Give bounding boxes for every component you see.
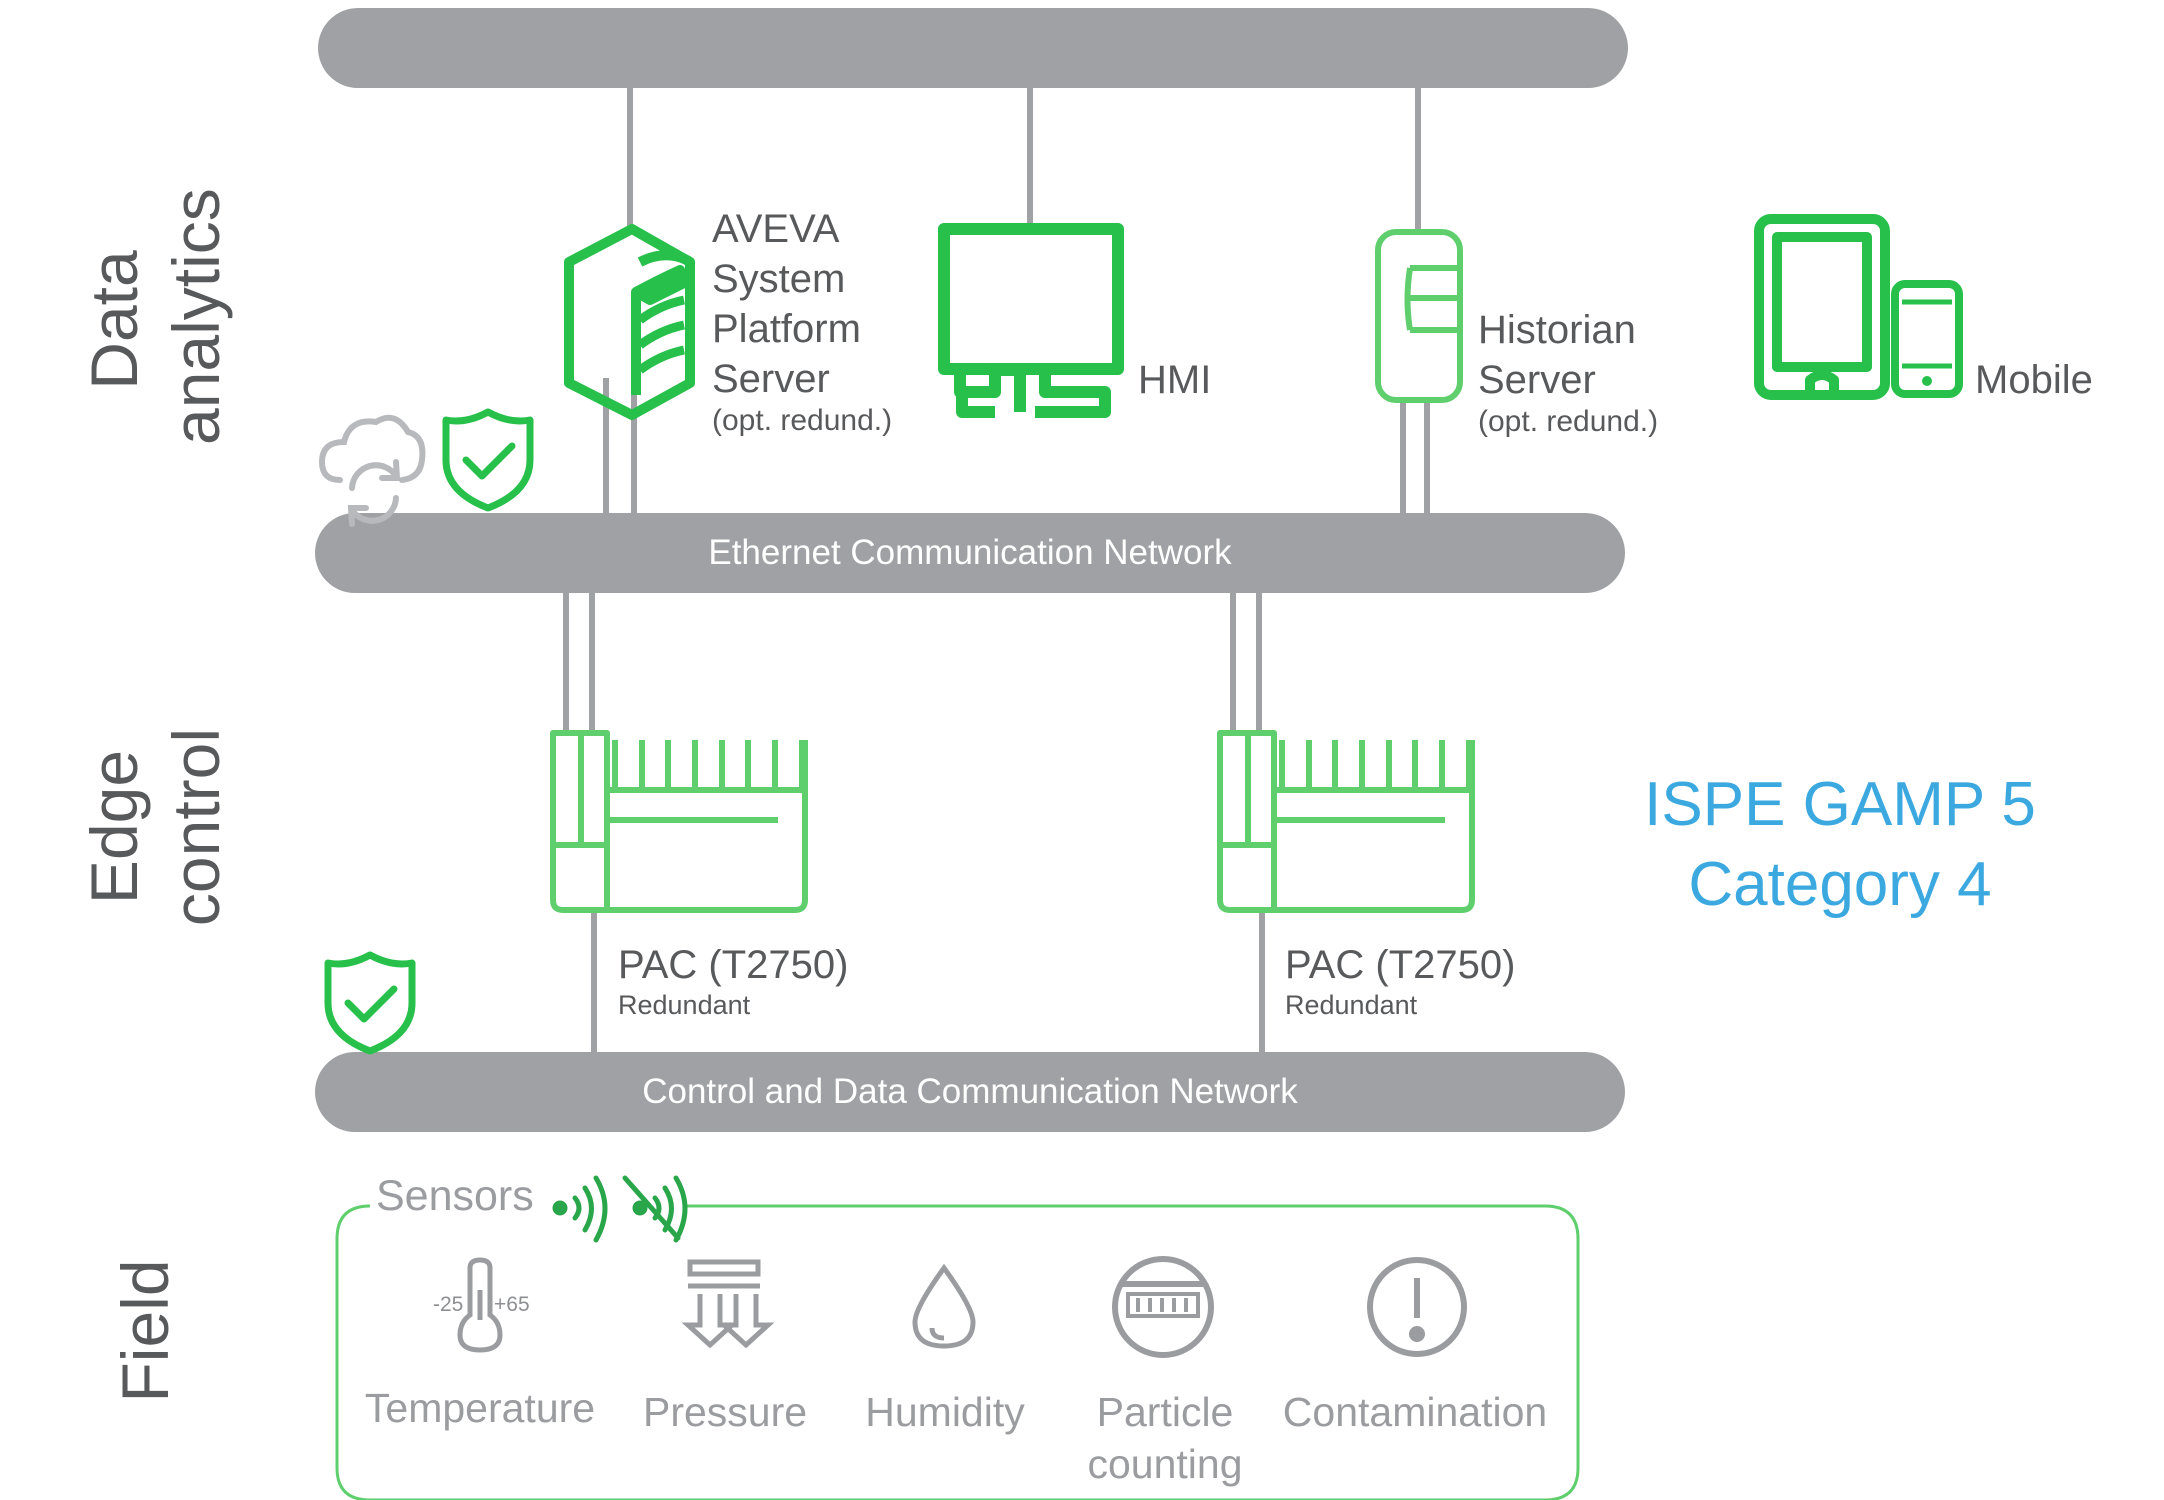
wireless-icon	[552, 1175, 688, 1243]
layer-label-line-2: control	[159, 727, 233, 927]
aveva-server-label: AVEVA System Platform Server (opt. redun…	[712, 204, 892, 438]
sensor-particle-line-1: Particle	[1096, 1389, 1234, 1435]
layer-label-line-1: Data	[77, 250, 151, 390]
monitor-icon	[938, 223, 1124, 418]
controller-icon-right	[1217, 730, 1475, 913]
pac-left-name: PAC (T2750)	[618, 943, 849, 987]
historian-line-2: Server	[1478, 358, 1596, 402]
shield-check-icon-edge	[324, 951, 416, 1055]
aveva-line-2: System	[712, 257, 846, 301]
layer-label-edge-control: Edge control	[73, 712, 237, 942]
pac-left-note: Redundant	[618, 990, 751, 1020]
aveva-line-3: Platform	[712, 307, 861, 351]
aveva-line-1: AVEVA	[712, 207, 840, 251]
gamp-line-1: ISPE GAMP 5	[1644, 770, 2036, 839]
pac-right-note: Redundant	[1285, 990, 1418, 1020]
ethernet-network-label: Ethernet Communication Network	[708, 533, 1232, 572]
aveva-note: (opt. redund.)	[712, 404, 893, 437]
sensor-particle-label: Particle counting	[1055, 1386, 1275, 1490]
hmi-label: HMI	[1138, 358, 1212, 402]
connector-lines	[563, 88, 1430, 1055]
top-network-bus	[318, 8, 1628, 88]
particle-counter-icon	[1112, 1256, 1214, 1358]
sensor-pressure-label: Pressure	[642, 1389, 808, 1435]
shield-check-icon	[442, 408, 534, 512]
control-network-label: Control and Data Communication Network	[642, 1072, 1298, 1111]
sensors-box	[335, 1204, 1580, 1500]
server-icon	[564, 224, 695, 420]
alert-icon	[1367, 1257, 1467, 1357]
sensors-title: Sensors	[370, 1172, 540, 1221]
mobile-label: Mobile	[1975, 358, 2093, 402]
historian-note: (opt. redund.)	[1478, 405, 1659, 438]
layer-label-field: Field	[104, 1256, 186, 1406]
temperature-max: +65	[494, 1293, 530, 1316]
layer-label-data-analytics: Data analytics	[73, 188, 237, 445]
cloud-sync-icon	[318, 414, 426, 527]
sensor-particle-line-2: counting	[1087, 1441, 1243, 1487]
aveva-line-4: Server	[712, 357, 830, 401]
tablet-phone-icon	[1754, 214, 1963, 400]
pac-right-name: PAC (T2750)	[1285, 943, 1516, 987]
layer-label-line-1: Edge	[77, 749, 151, 905]
gamp-line-2: Category 4	[1688, 850, 1992, 919]
pac-right-label: PAC (T2750) Redundant	[1285, 940, 1515, 1021]
sensor-contamination-label: Contamination	[1282, 1389, 1548, 1435]
pac-left-label: PAC (T2750) Redundant	[618, 940, 848, 1021]
sensor-humidity-label: Humidity	[865, 1389, 1025, 1435]
historian-icon	[1375, 229, 1463, 403]
historian-line-1: Historian	[1478, 308, 1636, 352]
controller-icon-left	[550, 730, 808, 913]
gamp-category-label: ISPE GAMP 5 Category 4	[1580, 765, 2100, 925]
historian-server-label: Historian Server (opt. redund.)	[1478, 305, 1658, 439]
layer-label-line-2: analytics	[159, 188, 233, 445]
thermometer-icon	[457, 1257, 503, 1353]
control-network-bus	[315, 1052, 1625, 1132]
sensor-temperature-label: Temperature	[364, 1385, 596, 1431]
droplet-icon	[912, 1263, 976, 1349]
ethernet-network-bus	[315, 513, 1625, 593]
layer-label-line-1: Field	[108, 1259, 182, 1403]
pressure-icon	[681, 1259, 775, 1349]
temperature-min: -25	[433, 1293, 464, 1316]
